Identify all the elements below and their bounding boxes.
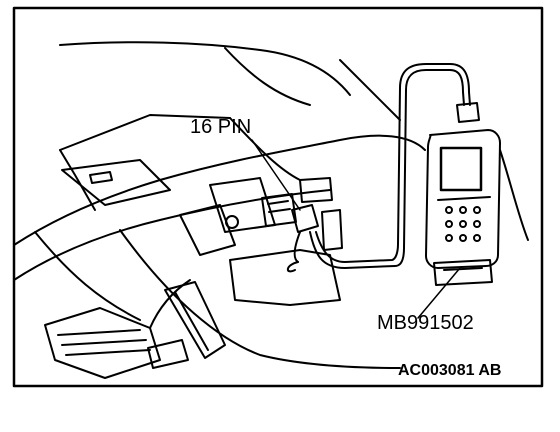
left-lower-panel xyxy=(61,159,171,206)
tool-part-number-label: MB991502 xyxy=(377,312,474,334)
figure-code-label: AC003081 AB xyxy=(398,362,502,379)
tool-leader-line xyxy=(417,267,461,319)
tool-cable xyxy=(286,63,471,273)
dashboard-panel xyxy=(13,41,529,369)
accelerator-pedal xyxy=(147,281,226,369)
connector-label: 16 PIN xyxy=(190,116,252,138)
connector-leader-line xyxy=(251,139,301,211)
brake-pedal xyxy=(44,279,191,379)
scan-tool-screen xyxy=(439,146,483,192)
scan-tool xyxy=(425,102,501,286)
figure-frame xyxy=(12,6,544,388)
diagnostic-connector xyxy=(261,193,343,251)
